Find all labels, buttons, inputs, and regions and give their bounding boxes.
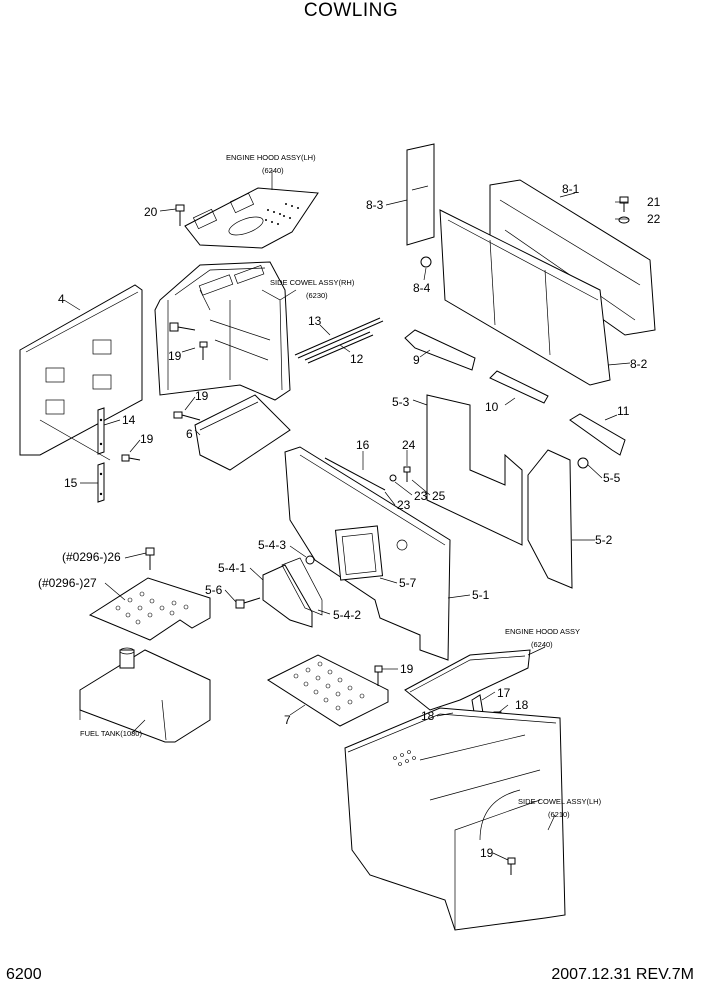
callout-24: 24 (402, 438, 416, 452)
callout-12: 12 (350, 352, 364, 366)
page-title: COWLING (303, 0, 399, 21)
caption-engine-hood-lh: ENGINE HOOD ASSY(LH) (226, 153, 316, 162)
bolt-19-c (121, 454, 141, 462)
page-number: 6200 (6, 966, 42, 983)
bolt-26 (145, 547, 155, 570)
callout-19-d: 19 (400, 662, 414, 676)
bolt-19-a (199, 341, 208, 360)
callout-11: 11 (617, 404, 630, 418)
leader-lines (63, 170, 631, 861)
callout-5-3: 5-3 (392, 395, 410, 409)
part-10-bar (489, 370, 549, 404)
callout-27: (#0296-)27 (38, 576, 97, 590)
bolt-19-e (507, 857, 516, 875)
part-7-step-plate (266, 654, 389, 727)
callout-22: 22 (647, 212, 661, 226)
part-8-3-panel (406, 143, 435, 246)
callout-14: 14 (122, 413, 136, 427)
side-cowel-lh-assembly (344, 707, 566, 931)
callout-19-b: 19 (195, 389, 209, 403)
part-5-6-bolt (235, 597, 261, 609)
caption-side-cowel-rh-ref: (6230) (306, 291, 328, 300)
part-5-4-1-cover (262, 564, 313, 628)
callout-9: 9 (413, 353, 420, 367)
callout-19-c: 19 (140, 432, 154, 446)
upper-cowl-frame (154, 261, 291, 401)
callout-21: 21 (647, 195, 661, 209)
callout-20: 20 (144, 205, 158, 219)
part-14-strip (97, 407, 105, 455)
callout-5-4-1: 5-4-1 (218, 561, 246, 575)
part-16-rod (324, 457, 386, 491)
fuel-tank (79, 647, 211, 743)
callout-17: 17 (497, 686, 511, 700)
callout-18-b: 18 (515, 698, 529, 712)
caption-side-cowel-lh-ref: (6210) (548, 810, 570, 819)
callout-19-e: 19 (480, 846, 494, 860)
part-9-bar (404, 329, 476, 371)
caption-engine-hood-lh-ref: (6240) (262, 166, 284, 175)
callout-8-1: 8-1 (562, 182, 580, 196)
bolt-24 (403, 466, 411, 482)
caption-side-cowel-lh: SIDE COWEL ASSY(LH) (518, 797, 602, 806)
callout-23-a: 23 (414, 489, 428, 503)
captions: ENGINE HOOD ASSY(LH) (6240) SIDE COWEL A… (80, 153, 602, 819)
part-5-4-3-knob (305, 555, 315, 565)
callout-23-b: 23 (397, 498, 411, 512)
part-11-bar (569, 413, 626, 456)
washer-22 (618, 216, 630, 224)
callout-6: 6 (186, 427, 193, 441)
caption-fuel-tank: FUEL TANK(1080) (80, 729, 142, 738)
part-15-strip (97, 462, 105, 503)
part-5-3-panel (426, 394, 523, 546)
callout-25: 25 (432, 489, 446, 503)
callout-5-6: 5-6 (205, 583, 223, 597)
engine-hood-assy-lower (404, 649, 531, 711)
nut-23 (389, 474, 397, 482)
callout-15: 15 (64, 476, 78, 490)
part-13-rod (294, 317, 384, 359)
bolt-20 (175, 204, 185, 226)
callout-4: 4 (58, 292, 65, 306)
caption-engine-hood: ENGINE HOOD ASSY (505, 627, 580, 636)
part-8-2-panel (439, 209, 611, 386)
part-8-4-knob (420, 256, 432, 268)
part-27-step-plate (88, 577, 211, 641)
caption-engine-hood-ref: (6240) (531, 640, 553, 649)
callout-16: 16 (356, 438, 370, 452)
part-12-rod (304, 331, 374, 364)
part-5-1-main-panel (284, 446, 451, 661)
callout-13: 13 (308, 314, 322, 328)
bolt-19-d (374, 665, 383, 686)
callout-5-2: 5-2 (595, 533, 613, 547)
bolt-21 (619, 196, 629, 212)
callout-26: (#0296-)26 (62, 550, 121, 564)
callout-8-2: 8-2 (630, 357, 648, 371)
part-4-side-panel (19, 284, 143, 461)
part-5-4-2-gasket (281, 557, 323, 616)
callout-19-a: 19 (168, 349, 182, 363)
caption-side-cowel-rh: SIDE COWEL ASSY(RH) (270, 278, 355, 287)
bolt-19-b (173, 411, 201, 421)
callout-7: 7 (284, 713, 291, 727)
callout-5-4-2: 5-4-2 (333, 608, 361, 622)
callout-10: 10 (485, 400, 499, 414)
bolt-fixture-left (169, 322, 196, 332)
callout-18-a: 18 (421, 709, 435, 723)
engine-hood-lh-part (184, 187, 319, 249)
callout-5-4-3: 5-4-3 (258, 538, 286, 552)
part-5-2-panel (527, 449, 573, 589)
callout-5-7: 5-7 (399, 576, 417, 590)
callout-5-1: 5-1 (472, 588, 490, 602)
date-revision: 2007.12.31 REV.7M (551, 966, 694, 983)
callout-8-4: 8-4 (413, 281, 431, 295)
callout-8-3: 8-3 (366, 198, 384, 212)
callout-5-5: 5-5 (603, 471, 621, 485)
part-6-bracket (194, 394, 291, 471)
part-5-5-knob (577, 457, 589, 469)
callout-labels: 20 8-3 8-1 21 22 8-4 4 13 12 19 9 8-2 19… (38, 182, 661, 860)
